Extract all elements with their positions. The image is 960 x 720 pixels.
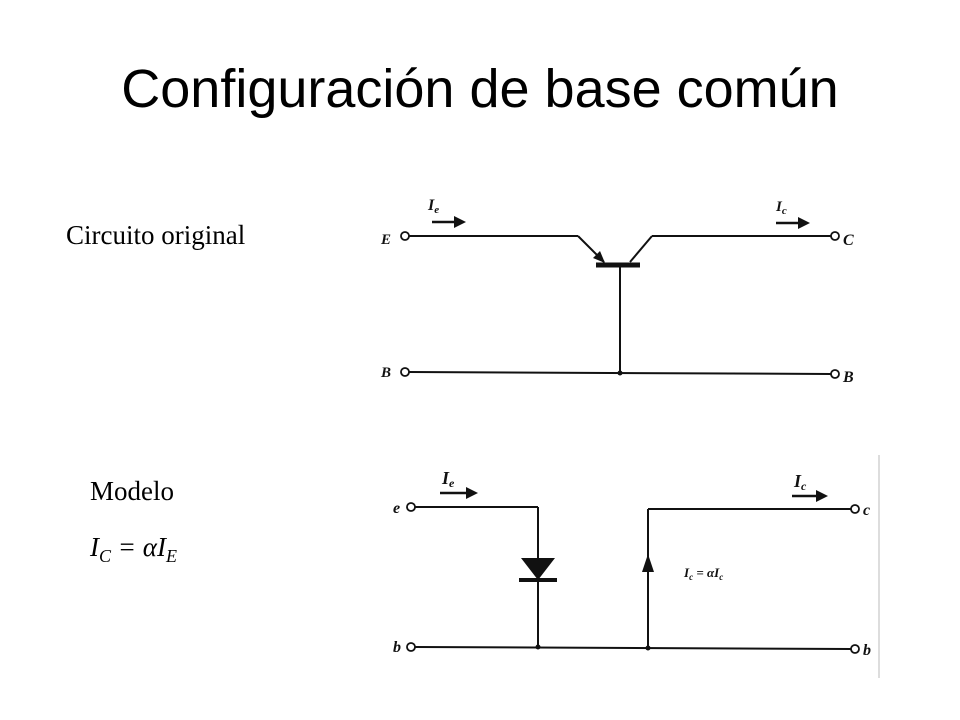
original-circuit-label: Circuito original xyxy=(66,220,246,250)
terminal-b-left-node xyxy=(400,367,410,377)
terminal-e-node xyxy=(400,231,410,241)
current-gain-formula: IC = αIE xyxy=(90,532,177,567)
formula-ic: I xyxy=(90,532,99,562)
original-circuit: Ie Ic E C B B xyxy=(380,197,854,386)
model-terminal-b-left-node xyxy=(406,642,416,652)
model-junction-left xyxy=(535,644,541,650)
model-terminal-e-node xyxy=(406,502,416,512)
ie-arrow-icon xyxy=(454,216,466,228)
formula-ic-sub: C xyxy=(99,546,112,566)
ic-arrow-icon xyxy=(798,217,810,229)
model-terminal-b-left-label: b xyxy=(393,639,401,656)
slide-title: Configuración de base común xyxy=(121,59,839,119)
model-ic-arrow-icon xyxy=(816,490,828,502)
formula-ie: I xyxy=(156,532,166,562)
model-ie-arrow-icon xyxy=(466,487,478,499)
current-source-arrow-icon xyxy=(642,554,654,572)
model-label: Modelo xyxy=(90,476,174,506)
ic-label: Ic xyxy=(775,199,787,217)
terminal-c-label: C xyxy=(843,232,854,249)
ie-label: Ie xyxy=(427,197,439,216)
model-ie-label: Ie xyxy=(441,468,455,490)
terminal-b-right-label: B xyxy=(842,369,854,386)
model-base-wire xyxy=(414,646,852,650)
model-junction-right xyxy=(645,645,651,651)
formula-eq: = xyxy=(111,532,143,562)
base-common-wire xyxy=(408,371,832,375)
terminal-e-label: E xyxy=(380,232,391,248)
current-source-label: Ic = αIc xyxy=(683,565,723,582)
terminal-b-left-label: B xyxy=(380,365,391,381)
emitter-arrow-icon xyxy=(593,251,605,263)
model-terminal-e-label: e xyxy=(393,500,400,517)
collector-lead xyxy=(629,235,653,263)
formula-alpha: α xyxy=(142,532,157,562)
model-ic-label: Ic xyxy=(793,471,807,493)
diode-icon xyxy=(521,558,555,580)
model-terminal-b-right-label: b xyxy=(863,642,871,659)
model-terminal-c-node xyxy=(850,504,860,514)
terminal-b-right-node xyxy=(830,369,840,379)
formula-ie-sub: E xyxy=(165,546,177,566)
model-terminal-b-right-node xyxy=(850,644,860,654)
model-terminal-c-label: c xyxy=(863,502,870,519)
model-circuit: Ie Ic e c b b Ic = αIc xyxy=(393,455,880,678)
terminal-c-node xyxy=(830,231,840,241)
